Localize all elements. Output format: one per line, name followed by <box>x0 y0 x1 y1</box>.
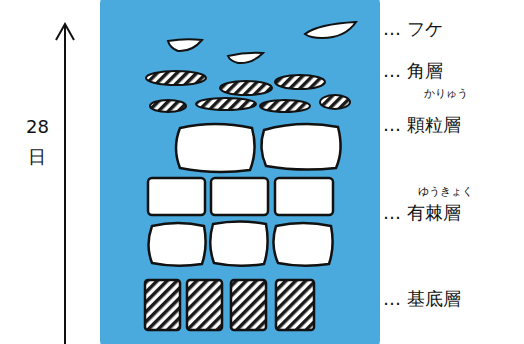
basal-cells <box>145 280 314 330</box>
cells <box>148 124 341 266</box>
horny-layer-cells <box>146 71 350 112</box>
ruby-text: かりゅう <box>424 88 468 99</box>
ruby-text: ゆうきょく <box>418 186 473 197</box>
skin-background <box>100 0 380 344</box>
layer-label: … 基底層 <box>383 290 461 308</box>
day-unit: 日 <box>28 148 46 166</box>
time-arrow <box>64 26 66 344</box>
layer-label: … 有棘層 <box>383 204 461 222</box>
flakes <box>168 22 356 63</box>
arrow-head <box>56 24 74 40</box>
layer-label: … フケ <box>383 20 443 38</box>
layer-label: … 顆粒層 <box>383 116 461 134</box>
day-count: 28 <box>26 118 49 136</box>
layer-label: … 角層 <box>383 62 443 80</box>
